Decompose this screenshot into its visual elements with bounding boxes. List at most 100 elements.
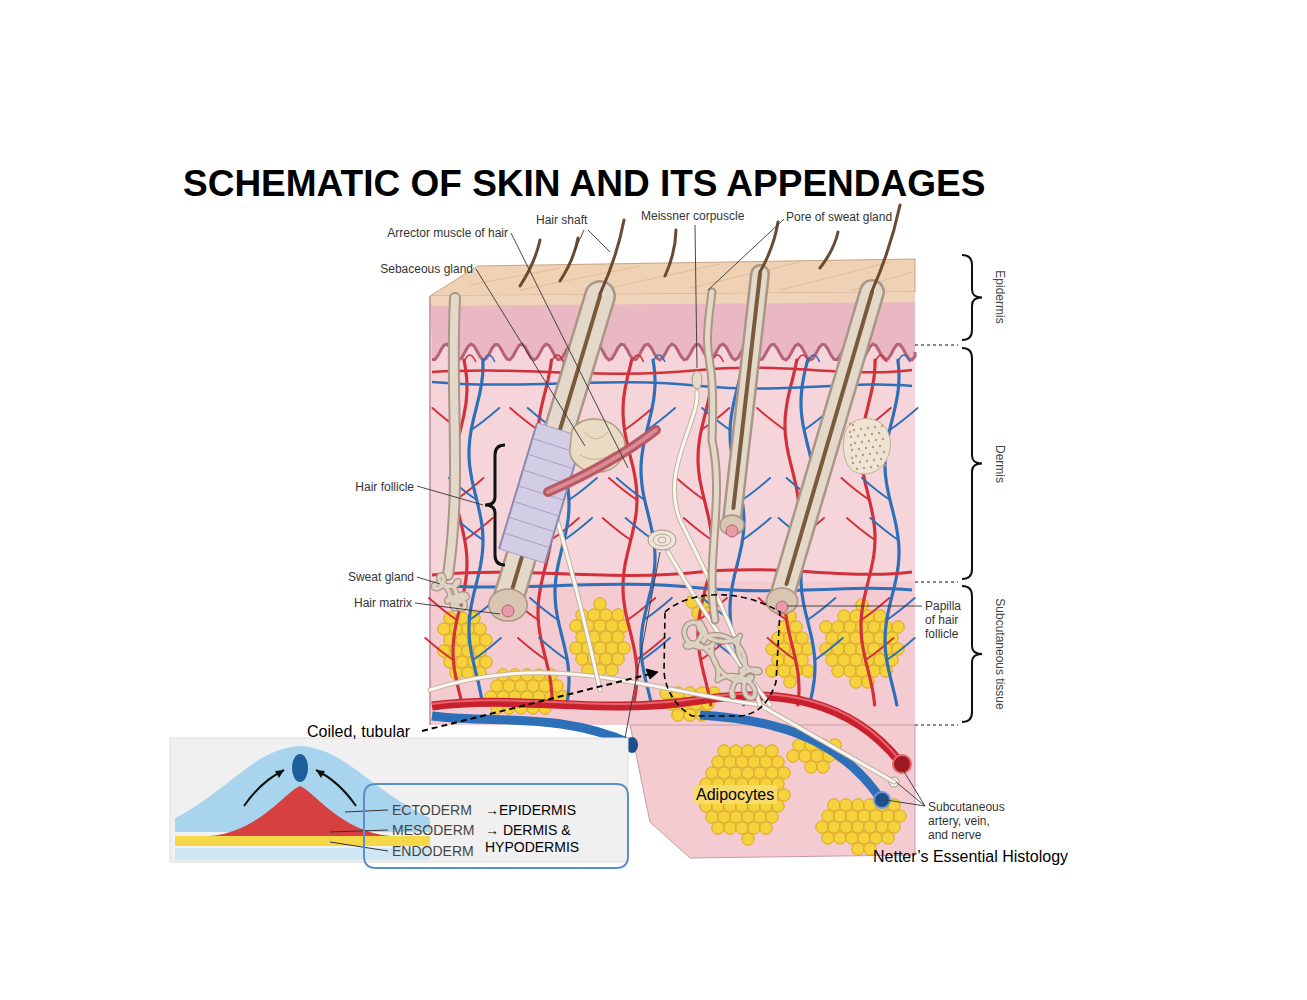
hair-follicle <box>489 589 527 621</box>
adipocyte <box>796 632 808 644</box>
adipocyte <box>606 664 618 676</box>
blood-vessel <box>898 355 910 362</box>
adipocyte <box>840 821 852 833</box>
embryo-inset <box>316 770 325 778</box>
blood-vessel <box>609 478 637 500</box>
hair-follicle <box>448 298 455 575</box>
adipocyte <box>712 756 724 768</box>
hair-follicle <box>732 274 760 520</box>
nerve-fiber <box>668 552 770 705</box>
epidermis-layer <box>430 292 915 725</box>
adipocyte <box>876 821 888 833</box>
skin-gland <box>850 444 852 446</box>
skin-gland <box>849 423 851 425</box>
skin-gland <box>876 452 878 454</box>
leader-line <box>886 770 925 806</box>
hair-follicle <box>448 298 455 575</box>
adipocyte <box>822 832 834 844</box>
germ-layer-text: → DERMIS & HYPODERMIS <box>485 822 603 856</box>
adipocyte <box>850 654 862 666</box>
adipocyte <box>456 634 468 646</box>
skin-gland <box>857 435 859 437</box>
skin-gland <box>877 465 879 467</box>
adipocyte <box>480 634 492 646</box>
hair-follicle <box>707 292 716 620</box>
part-label: Subcutaneous artery, vein, and nerve <box>928 800 1012 842</box>
part-label: Hair shaft <box>536 213 587 227</box>
blood-vessel <box>847 518 875 540</box>
annotation: Adipocytes <box>693 785 777 804</box>
blood-vessel <box>815 638 843 660</box>
adipocyte <box>840 799 852 811</box>
epidermis-layer <box>429 296 431 725</box>
blood-vessel <box>893 755 911 773</box>
adipocyte <box>766 745 778 757</box>
embryo-inset <box>292 754 308 782</box>
adipocyte <box>772 756 784 768</box>
hair-shaft <box>760 222 778 272</box>
skin-gland <box>869 453 871 455</box>
leader-line <box>695 225 697 368</box>
annotation: Coiled, tubular <box>307 722 410 741</box>
hair-follicle <box>766 588 797 614</box>
adipocyte <box>844 643 856 655</box>
adipocyte <box>706 767 718 779</box>
bracket <box>962 348 982 579</box>
skin-gland <box>872 446 874 448</box>
adipocyte <box>612 653 624 665</box>
adipocyte <box>742 833 754 845</box>
adipocyte <box>828 821 840 833</box>
adipocyte <box>834 832 846 844</box>
skin-gland <box>849 431 851 433</box>
skin-gland <box>874 426 876 428</box>
nerve-fiber <box>653 534 671 546</box>
adipocyte <box>778 665 790 677</box>
adipocyte <box>805 761 817 773</box>
adipocyte <box>718 767 730 779</box>
adipocyte <box>503 680 515 692</box>
bracket <box>485 445 505 565</box>
blood-vessel <box>866 638 894 660</box>
adipocyte <box>852 821 864 833</box>
blood-vessel <box>890 408 918 430</box>
skin-gland <box>859 461 861 463</box>
hair-follicle <box>502 605 514 617</box>
leader-line <box>417 486 483 505</box>
adipocyte <box>850 676 862 688</box>
adipocyte <box>790 621 802 633</box>
blood-vessel <box>807 598 835 620</box>
adipocyte <box>742 767 754 779</box>
part-label: Hair follicle <box>355 480 414 494</box>
adipocyte <box>724 822 736 834</box>
hair-follicle <box>776 601 788 613</box>
adipocyte <box>438 623 450 635</box>
bracket <box>962 586 982 722</box>
blood-vessel <box>510 408 538 430</box>
layer-label: Epidermis <box>993 270 1007 323</box>
adipocyte <box>570 620 582 632</box>
skin-gland <box>850 436 852 438</box>
adipocyte <box>742 745 754 757</box>
skin-gland <box>851 457 853 459</box>
adipocyte <box>832 621 844 633</box>
adipocyte <box>778 789 790 801</box>
leader-line <box>575 230 610 252</box>
blood-vessel <box>603 518 631 540</box>
hair-follicle <box>514 502 558 516</box>
epidermis-layer <box>430 292 915 306</box>
adipocyte <box>870 810 882 822</box>
adipocyte <box>870 832 882 844</box>
adipocyte <box>480 656 492 668</box>
part-label: Hair matrix <box>354 596 412 610</box>
adipocyte <box>712 822 724 834</box>
part-label: Pore of sweat gland <box>786 210 892 224</box>
adipocyte <box>456 656 468 668</box>
adipocyte <box>594 598 606 610</box>
adipocyte <box>882 810 894 822</box>
adipocyte <box>838 632 850 644</box>
skin-gland <box>858 448 860 450</box>
sweat-gland-coil <box>434 575 467 609</box>
blood-vessel <box>483 355 495 362</box>
embryo-inset <box>170 738 628 862</box>
hair-shaft <box>560 238 578 281</box>
